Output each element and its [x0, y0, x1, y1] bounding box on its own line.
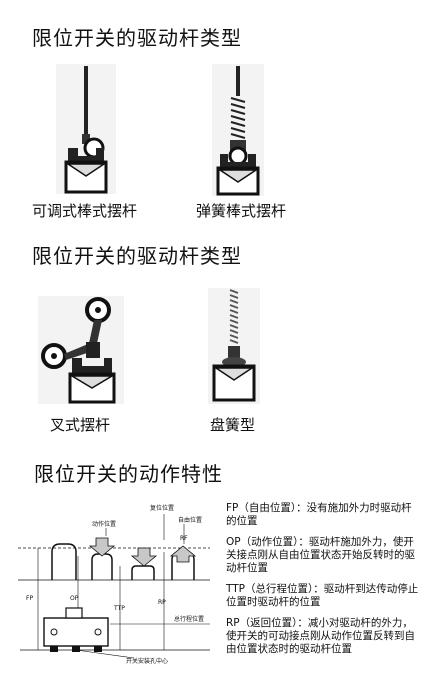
- caption-spring-rod: 弹簧棒式摆杆: [196, 202, 287, 220]
- spring-rod-lever-switch-icon: [212, 64, 264, 196]
- definitions-list: FP（自由位置）：没有施加外力时驱动杆的位置 OP（动作位置）：驱动杆施加外力，…: [226, 502, 422, 656]
- definition-text: （返回位置）：减小对驱动杆的外力，使开关的可动接点刚从动作位置反转到自由位置状态…: [226, 617, 415, 655]
- label-mount-center: 开关安装孔中心: [126, 657, 168, 665]
- definition-ttp: TTP（总行程位置）：驱动杆到达传动停止位置时驱动杆的位置: [226, 583, 422, 609]
- definition-text: （自由位置）：没有施加外力时驱动杆的位置: [226, 502, 412, 527]
- fork-lever-switch-icon: [38, 296, 124, 404]
- definition-text: （总行程位置）：驱动杆到达传动停止位置时驱动杆的位置: [226, 583, 419, 608]
- definition-fp: FP（自由位置）：没有施加外力时驱动杆的位置: [226, 502, 422, 528]
- caption-coil-spring: 盘簧型: [210, 416, 256, 434]
- label-free-travel: 自由位置: [178, 516, 202, 524]
- label-rf: RF: [180, 535, 188, 542]
- caption-fork-lever: 叉式摆杆: [50, 416, 111, 434]
- label-free-position: 复位位置: [150, 504, 174, 512]
- label-operating-position: 动作位置: [92, 520, 116, 528]
- label-fp: FP: [26, 595, 33, 602]
- definition-term: RP: [226, 617, 240, 629]
- caption-adjustable-rod: 可调式棒式摆杆: [32, 202, 138, 220]
- label-total-travel: 总行程位置: [174, 615, 204, 623]
- label-op: OP: [70, 595, 79, 602]
- definition-term: FP: [226, 502, 239, 514]
- section1-title: 限位开关的驱动杆类型: [32, 26, 242, 50]
- section3-title: 限位开关的动作特性: [34, 462, 223, 486]
- definition-term: TTP: [226, 583, 245, 595]
- operating-characteristics-diagram: 复位位置 动作位置 自由位置 RF FP OP TTP RP 总行程位置 开关安…: [18, 504, 210, 665]
- definition-term: OP: [226, 536, 241, 548]
- coil-spring-switch-icon: [208, 288, 260, 404]
- label-rp: RP: [158, 599, 166, 606]
- adjustable-rod-lever-switch-icon: [56, 64, 116, 194]
- definition-rp: RP（返回位置）：减小对驱动杆的外力，使开关的可动接点刚从动作位置反转到自由位置…: [226, 617, 422, 656]
- label-ttp: TTP: [113, 605, 125, 612]
- section2-title: 限位开关的驱动杆类型: [32, 244, 242, 268]
- definition-text: （动作位置）：驱动杆施加外力，使开关接点刚从自由位置状态开始反转时的驱动杆位置: [226, 536, 415, 574]
- definition-op: OP（动作位置）：驱动杆施加外力，使开关接点刚从自由位置状态开始反转时的驱动杆位…: [226, 536, 422, 575]
